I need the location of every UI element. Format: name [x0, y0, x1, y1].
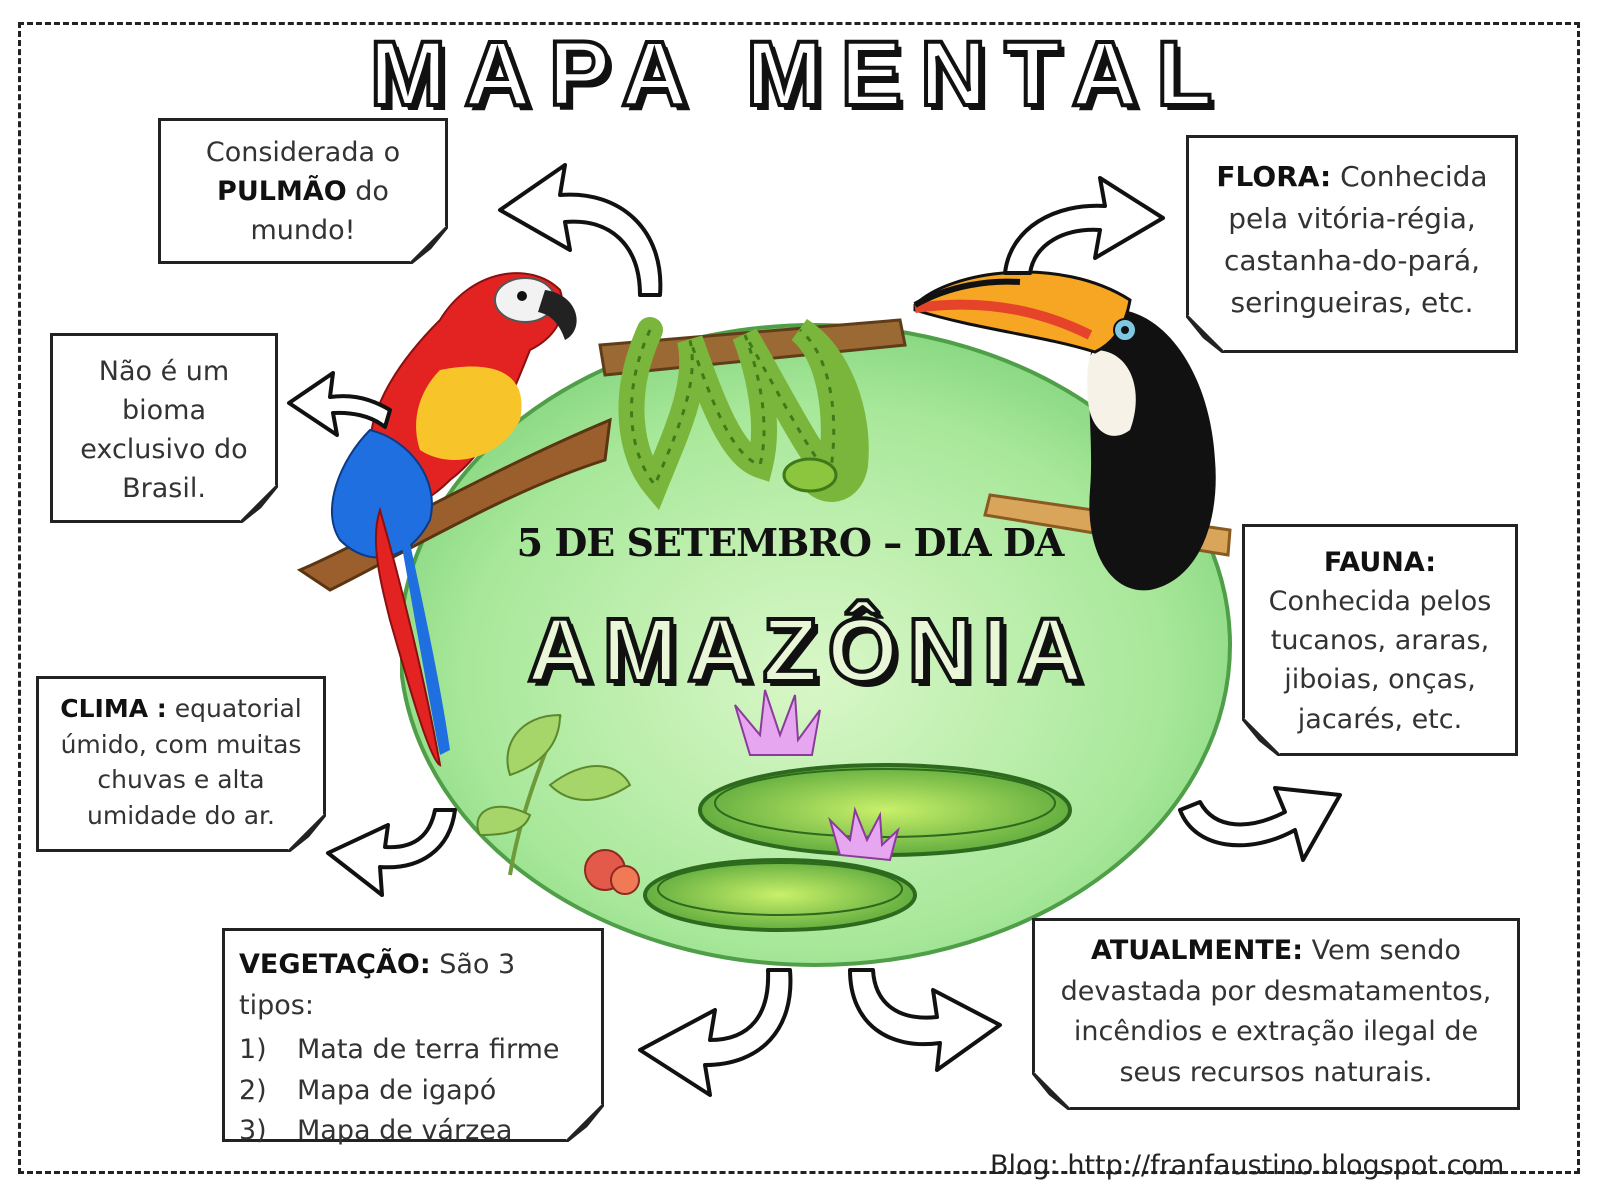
arrow-icon — [1178, 786, 1342, 862]
arrow-icon — [287, 371, 392, 437]
page-curl-icon — [288, 814, 326, 852]
box-vegetacao-bold: VEGETAÇÃO: — [239, 949, 431, 980]
box-fauna-bold: FAUNA: — [1323, 547, 1437, 578]
list-item: 3)Mapa de várzea — [239, 1115, 513, 1146]
box-pulmao: Considerada o PULMÃO do mundo! — [158, 118, 448, 264]
water-lily-illustration — [643, 689, 1072, 932]
arrow-icon — [498, 163, 663, 297]
center-headline: 5 DE SETEMBRO – DIA DA — [516, 520, 1065, 565]
box-pulmao-post: do mundo! — [250, 176, 389, 247]
box-clima-text: equatorial úmido, com muitas chuvas e al… — [60, 694, 302, 830]
box-flora-bold: FLORA: — [1216, 160, 1332, 193]
toucan-illustration — [913, 270, 1232, 591]
snake-illustration — [598, 317, 907, 511]
box-atualmente-text: Vem sendo devastada por desmatamentos, i… — [1060, 935, 1492, 1088]
macaw-illustration — [296, 272, 612, 767]
page-curl-icon — [240, 485, 278, 523]
box-pulmao-bold: PULMÃO — [217, 176, 347, 208]
box-atualmente: ATUALMENTE: Vem sendo devastada por desm… — [1032, 918, 1520, 1110]
box-vegetacao: VEGETAÇÃO: São 3 tipos: 1)Mata de terra … — [222, 928, 604, 1146]
page-curl-icon — [1186, 315, 1224, 353]
page-curl-icon — [1032, 1072, 1070, 1110]
box-atualmente-bold: ATUALMENTE: — [1091, 935, 1304, 966]
box-bioma: Não é um bioma exclusivo do Brasil. — [50, 333, 278, 523]
arrow-icon — [1003, 176, 1165, 275]
box-flora: FLORA: Conhecida pela vitória-régia, cas… — [1186, 135, 1518, 353]
arrow-icon — [638, 968, 793, 1097]
blog-footer: Blog: http://franfaustino.blogspot.com — [990, 1150, 1505, 1181]
box-fauna: FAUNA: Conhecida pelos tucanos, araras, … — [1242, 524, 1518, 756]
page-curl-icon — [1242, 718, 1280, 756]
box-clima: CLIMA : equatorial úmido, com muitas chu… — [36, 676, 326, 852]
box-clima-bold: CLIMA : — [60, 694, 167, 723]
dashed-border — [18, 22, 1580, 1174]
box-flora-text: Conhecida pela vitória-régia, castanha-d… — [1223, 160, 1488, 319]
page-curl-icon — [566, 1104, 604, 1142]
page-title: MAPA MENTAL — [368, 21, 1231, 127]
list-item: 1)Mata de terra firme — [239, 1034, 560, 1065]
box-bioma-text: Não é um bioma exclusivo do Brasil. — [80, 356, 248, 505]
box-vegetacao-text: São 3 tipos: — [239, 949, 516, 1021]
vegetation-list: 1)Mata de terra firme 2)Mapa de igapó 3)… — [239, 1030, 587, 1152]
center-name: AMAZÔNIA — [526, 599, 1093, 703]
page-curl-icon — [410, 226, 448, 264]
list-item: 2)Mapa de igapó — [239, 1074, 497, 1106]
guarana-illustration — [476, 713, 640, 895]
arrow-icon — [848, 968, 1002, 1072]
center-illustration — [400, 317, 1232, 967]
box-fauna-text: Conhecida pelos tucanos, araras, jiboias… — [1268, 586, 1492, 735]
box-pulmao-pre: Considerada o — [205, 137, 401, 168]
arrow-icon — [326, 808, 457, 897]
